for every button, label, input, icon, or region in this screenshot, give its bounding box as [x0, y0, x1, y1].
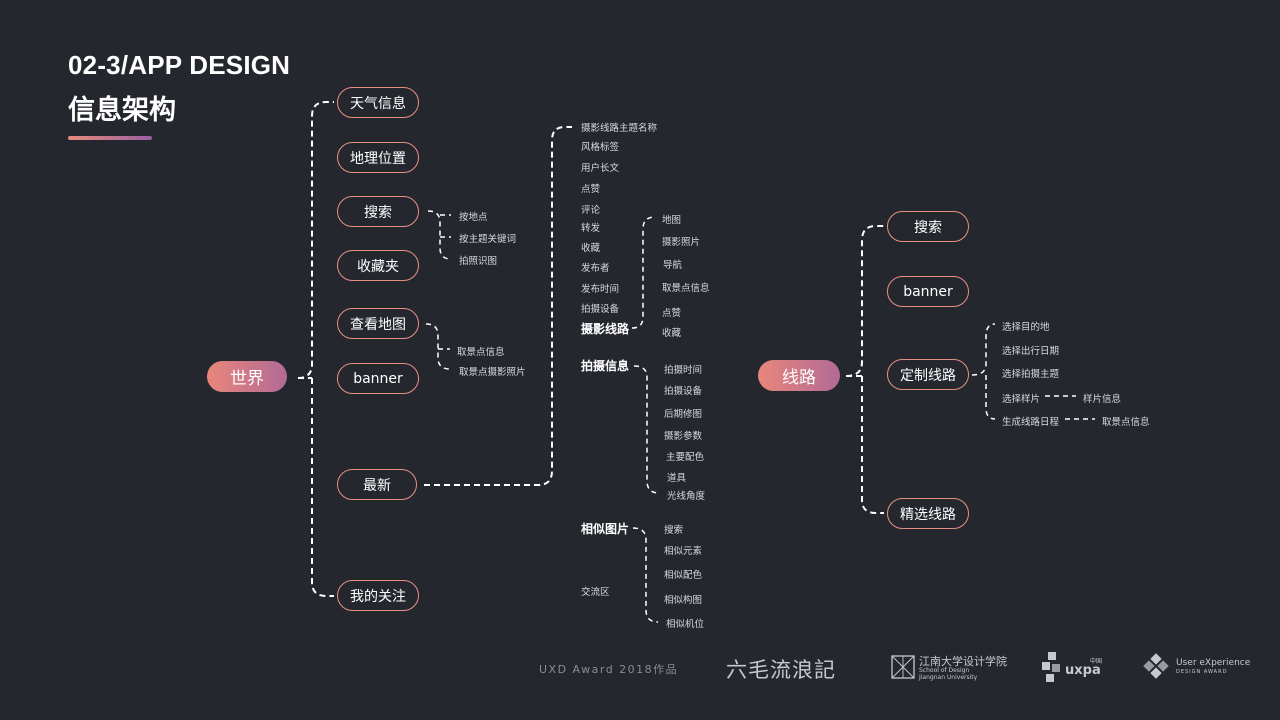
shoot-info-child: 道具 [667, 473, 687, 484]
search-child-by-keyword: 按主题关键词 [459, 234, 517, 245]
spot-info: 取景点信息 [1102, 417, 1150, 428]
node-view-map[interactable]: 查看地图 [337, 308, 419, 339]
section-exchange: 交流区 [581, 587, 610, 598]
section-similar-images: 相似图片 [581, 522, 630, 536]
uxpa-text: uxpa [1065, 663, 1101, 678]
node-latest[interactable]: 最新 [337, 469, 417, 500]
similar-child: 相似构图 [664, 595, 703, 606]
route-node-featured[interactable]: 精选线路 [887, 498, 969, 529]
route-node-search[interactable]: 搜索 [887, 211, 969, 242]
map-child-spot-photos: 取景点摄影照片 [459, 367, 526, 378]
similar-child: 搜索 [664, 525, 684, 536]
title-accent-bar [68, 136, 152, 140]
map-child-spot-info: 取景点信息 [457, 347, 505, 358]
node-location[interactable]: 地理位置 [337, 142, 419, 173]
route-field: 用户长文 [581, 163, 620, 174]
search-child-by-place: 按地点 [459, 212, 488, 223]
similar-child: 相似配色 [664, 570, 703, 581]
custom-route-child: 生成线路日程 [1002, 417, 1060, 428]
sample-info: 样片信息 [1083, 394, 1122, 405]
award-caption: UXD Award 2018作品 [539, 663, 679, 676]
shoot-info-child: 拍摄设备 [664, 386, 703, 397]
node-favorites[interactable]: 收藏夹 [337, 250, 419, 281]
node-search[interactable]: 搜索 [337, 196, 419, 227]
shoot-info-child: 摄影参数 [664, 431, 703, 442]
section-shoot-info: 拍摄信息 [581, 359, 630, 373]
page-title-cn: 信息架构 [68, 95, 176, 126]
node-following[interactable]: 我的关注 [337, 580, 419, 611]
jiangnan-emblem-icon [891, 655, 915, 679]
liumao-logo: 六毛流浪記 [726, 658, 836, 682]
node-weather[interactable]: 天气信息 [337, 87, 419, 118]
jiangnan-logo-cn: 江南大学设计学院 [919, 655, 1007, 668]
ux-award-text-1: User eXperience [1176, 658, 1251, 668]
similar-child: 相似机位 [666, 619, 705, 630]
route-node-banner[interactable]: banner [887, 276, 969, 307]
page-title-en: 02-3/APP DESIGN [68, 50, 291, 80]
custom-route-child: 选择目的地 [1002, 322, 1050, 333]
route-field: 发布者 [581, 263, 610, 274]
ux-award-text-2: DESIGN AWARD [1176, 669, 1228, 675]
uxpa-logo: uxpa 中国 [1040, 650, 1110, 686]
shoot-info-child: 主要配色 [666, 452, 705, 463]
route-field: 风格标签 [581, 142, 620, 153]
node-banner[interactable]: banner [337, 363, 419, 394]
search-child-photo-recognition: 拍照识图 [459, 256, 498, 267]
route-field: 转发 [581, 223, 601, 234]
jiangnan-logo: 江南大学设计学院 School of Design Jiangnan Unive… [890, 654, 1015, 684]
similar-child: 相似元素 [664, 546, 703, 557]
jiangnan-logo-en1: School of Design [919, 667, 970, 674]
world-root-node[interactable]: 世界 [207, 361, 287, 392]
jiangnan-logo-en2: Jiangnan University [919, 674, 978, 681]
ux-award-diamond-icon [1143, 653, 1169, 679]
route-field: 发布时间 [581, 284, 620, 295]
route-field: 摄影线路主题名称 [581, 123, 658, 134]
shoot-info-child: 光线角度 [667, 491, 706, 502]
route-field: 评论 [581, 205, 601, 216]
shoot-info-child: 后期修图 [664, 409, 703, 420]
ux-award-logo: User eXperience DESIGN AWARD [1140, 650, 1250, 684]
photo-route-child: 地图 [662, 215, 682, 226]
photo-route-child: 摄影照片 [662, 237, 701, 248]
photo-route-child: 导航 [663, 260, 683, 271]
uxpa-cubes-icon [1042, 652, 1060, 682]
photo-route-child: 点赞 [662, 308, 682, 319]
photo-route-child: 收藏 [662, 328, 682, 339]
route-root-node[interactable]: 线路 [758, 360, 840, 391]
route-field: 拍摄设备 [581, 304, 620, 315]
route-node-custom[interactable]: 定制线路 [887, 359, 969, 390]
route-field: 点赞 [581, 184, 601, 195]
route-field: 收藏 [581, 243, 601, 254]
section-photo-route: 摄影线路 [581, 322, 630, 336]
custom-route-child: 选择拍摄主题 [1002, 369, 1060, 380]
photo-route-child: 取景点信息 [662, 283, 710, 294]
custom-route-child: 选择样片 [1002, 394, 1041, 405]
shoot-info-child: 拍摄时间 [664, 365, 703, 376]
uxpa-china-text: 中国 [1090, 658, 1103, 665]
custom-route-child: 选择出行日期 [1002, 346, 1060, 357]
